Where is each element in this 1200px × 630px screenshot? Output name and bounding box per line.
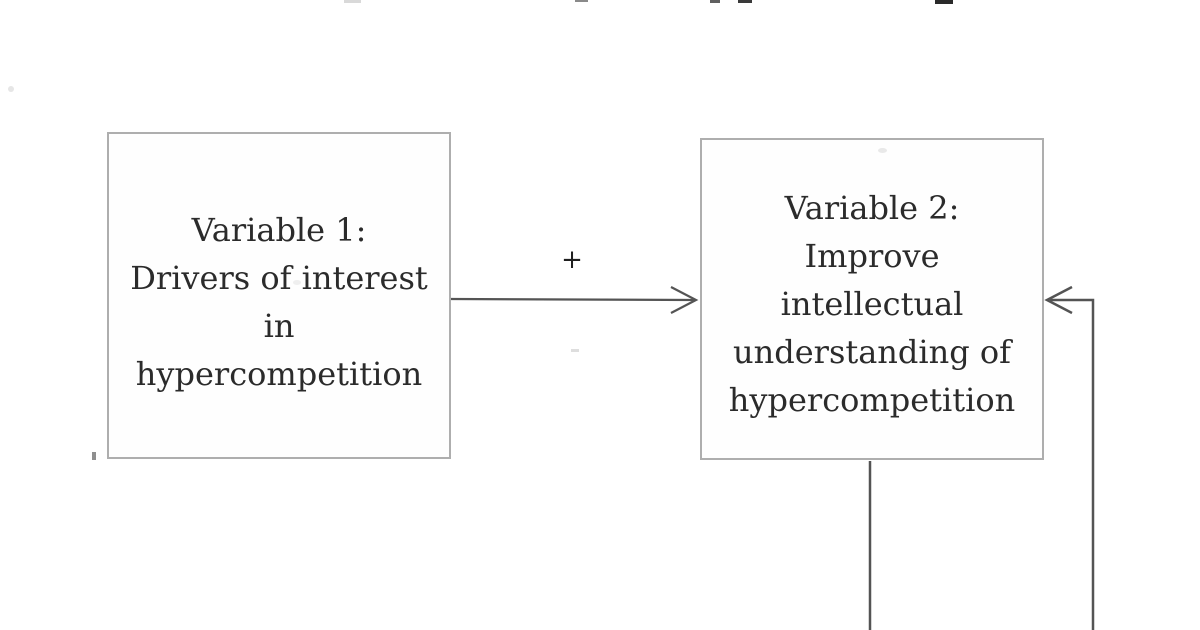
variable-2-line: Variable 2: — [784, 189, 960, 227]
edge-plus-label: + — [561, 245, 583, 275]
variable-1-line: in — [263, 306, 295, 345]
variable-2-line: understanding of — [733, 333, 1011, 371]
variable-1-line: Variable 1: — [191, 210, 367, 249]
variable-1-line: hypercompetition — [135, 354, 423, 393]
variable-1-line: Drivers of interest — [130, 258, 428, 297]
variable-2-box: Variable 2: Improve intellectual underst… — [700, 138, 1044, 460]
arrowhead-left-icon — [1044, 285, 1073, 315]
variable-2-line: Improve — [804, 237, 940, 275]
variable-2-line: hypercompetition — [728, 381, 1016, 419]
variable-2-line: intellectual — [780, 285, 964, 323]
scan-artifact — [738, 0, 752, 3]
scan-artifact — [571, 349, 579, 352]
scan-artifact — [92, 452, 96, 460]
scan-artifact — [344, 0, 361, 3]
variable-1-box: Variable 1: Drivers of interest in hyper… — [107, 132, 451, 459]
arrowhead-right-icon — [670, 286, 699, 314]
arrow-variable1-to-variable2 — [450, 286, 699, 314]
scan-artifact — [935, 0, 953, 4]
scan-artifact — [8, 86, 14, 92]
scan-artifact — [710, 0, 720, 3]
scan-artifact — [878, 148, 887, 153]
scan-artifact — [293, 280, 301, 285]
arrow-bottom-into-variable2 — [1044, 285, 1095, 630]
scan-artifact — [575, 0, 588, 2]
